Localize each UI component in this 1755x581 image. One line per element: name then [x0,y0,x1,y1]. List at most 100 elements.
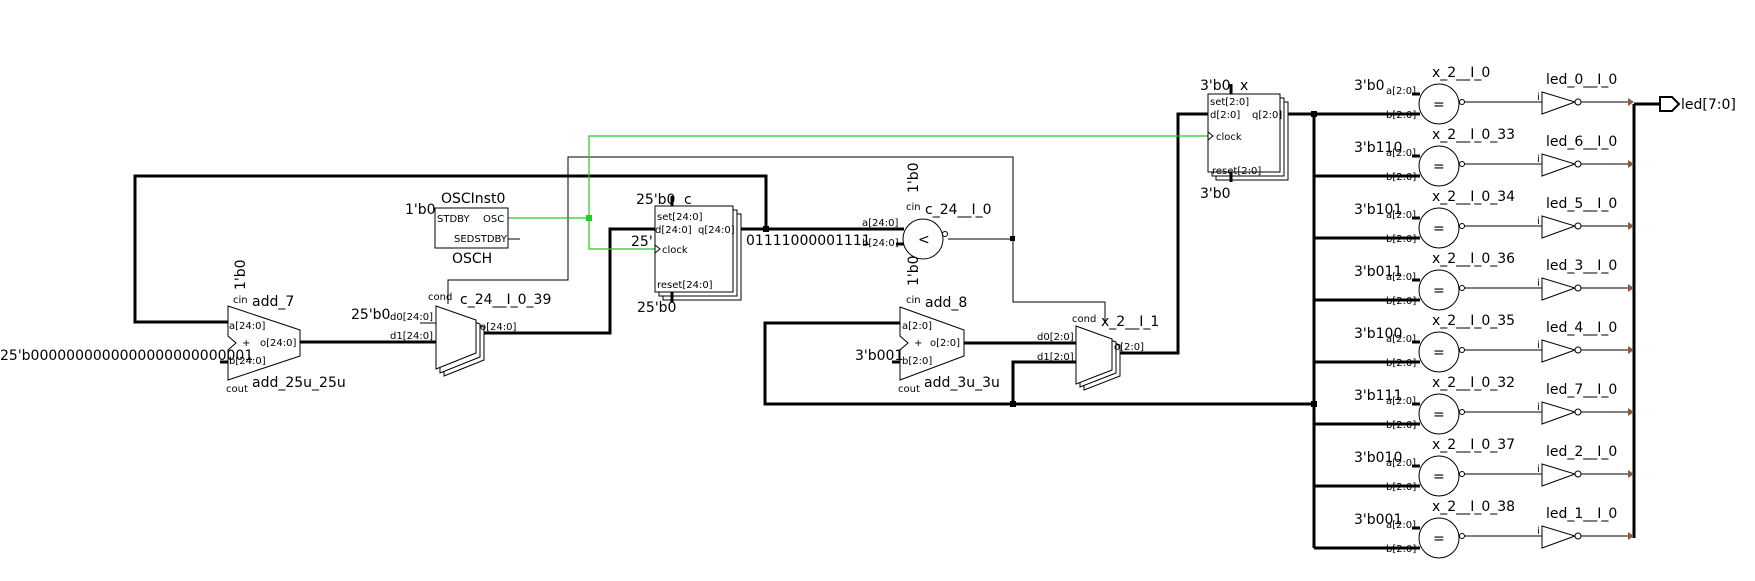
inverter-triangle-icon[interactable] [1541,215,1577,239]
inverter-name: led_0__I_0 [1546,72,1617,88]
equality-comparator-circle[interactable] [1418,145,1460,187]
bus-ripper-icon [1628,408,1634,416]
wire-clock-to-c[interactable] [588,218,655,250]
mux1-block[interactable]: x_2__I_1 cond d0[2:0] d1[2:0] o[2:0] [1037,314,1159,391]
inverter-triangle-icon[interactable] [1541,525,1577,549]
inverter-triangle-icon[interactable] [1541,91,1577,115]
inverter-triangle-icon[interactable] [1541,463,1577,487]
pin-a-label: a[2:0] [1386,334,1416,345]
inverter-bubble [1574,98,1582,106]
inverter-triangle-icon[interactable] [1541,339,1577,363]
equality-symbol: = [1433,345,1445,361]
output-bubble [1459,99,1465,105]
inverter-triangle-icon[interactable] [1541,401,1577,425]
inverter-pin-label: i [1537,402,1540,413]
add7-block[interactable]: add_7 add_25u_25u 1'b0 25'b0000000000000… [0,259,346,395]
wire-clock-net[interactable] [508,135,1208,219]
add7-cin-const: 1'b0 [233,259,249,290]
regc-pin-clock: clock [662,245,688,256]
inverter-triangle-icon[interactable] [1541,153,1577,177]
comparator-const: 3'b011 [1354,264,1402,280]
regc-name: c [684,192,692,208]
inverter-bubble [1574,160,1582,168]
regc-set-const: 25'b0 [636,192,675,208]
output-port-label: led[7:0] [1681,97,1736,113]
pin-a-label: a[2:0] [1386,396,1416,407]
regx-block[interactable]: 3'b0 x 3'b0 set[2:0] d[2:0] q[2:0] clock… [1200,78,1289,202]
wire-mux39-out[interactable] [482,227,655,335]
add8-name: add_8 [925,295,967,311]
comparator-const: 3'b111 [1354,388,1402,404]
pin-a-label: a[2:0] [1386,458,1416,469]
inverter-bubble [1574,346,1582,354]
wire-x-feedback[interactable] [763,321,1314,406]
pin-b-label: b[2:0] [1386,420,1416,431]
wire-mux1-out[interactable] [1118,112,1208,355]
inverter-pin-label: i [1537,340,1540,351]
inverter-pin-label: i [1537,278,1540,289]
regc-box [654,205,734,293]
wire-cmp-out[interactable] [948,238,1106,322]
mux39-pin-cond: cond [428,292,452,303]
mux39-d0-const: 25'b0 [351,307,390,323]
comparator-row: =a[2:0]b[2:0]3'b100x_2__I_0_35iled_4__I_… [1314,313,1634,373]
regc-block[interactable]: 25'b0 c 25'b0 25' set[24:0] d[24:0] q[24… [631,192,742,316]
equality-comparator-circle[interactable] [1418,83,1460,125]
wire-mux1-d1[interactable] [1011,360,1076,404]
mux39-pin-d1: d1[24:0] [390,331,433,342]
equality-comparator-circle[interactable] [1418,269,1460,311]
bus-ripper-icon [1628,160,1634,168]
wires [133,102,1660,548]
cmp-pin-cin: cin [906,202,921,213]
regc-pin-d: d[24:0] [655,225,692,236]
adder-shape [899,306,965,381]
mux39-pin-o: o[24:0] [480,322,516,333]
equality-symbol: = [1433,407,1445,423]
inverter-bubble [1574,408,1582,416]
mux39-block[interactable]: c_24__I_0_39 25'b0 cond d0[24:0] d1[24:0… [351,292,551,377]
inverter-bubble [1574,284,1582,292]
equality-symbol: = [1433,469,1445,485]
inverter-bubble [1574,532,1582,540]
osc-type: OSCH [452,251,492,267]
clock-triangle-icon [654,244,661,254]
add8-block[interactable]: add_8 add_3u_3u 3'b001 cin a[2:0] + o[2:… [855,295,1000,395]
equality-symbol: = [1433,97,1445,113]
comparator-const: 3'b001 [1354,512,1402,528]
junction-dot [1010,401,1016,407]
comparator-name: x_2__I_0_32 [1432,375,1515,391]
pin-b-label: b[2:0] [1386,482,1416,493]
adder-shape [227,305,301,381]
add7-b-const: 25'b0000000000000000000000001 [0,348,253,364]
equality-comparator-circle[interactable] [1418,207,1460,249]
pin-a-label: a[2:0] [1386,210,1416,221]
equality-comparator-circle[interactable] [1418,455,1460,497]
comparator-name: x_2__I_0_34 [1432,189,1515,205]
inverter-triangle-icon[interactable] [1541,277,1577,301]
add8-pin-cout: cout [898,384,920,395]
output-port[interactable]: led[7:0] [1659,96,1736,113]
cmp-block[interactable]: < c_24__I_0 01111000001111 1'b0 1'b0 cin… [746,162,992,286]
output-bubble [1459,285,1465,291]
wire-c-feedback[interactable] [133,174,768,324]
equality-comparator-circle[interactable] [1418,393,1460,435]
pin-a-label: a[2:0] [1386,520,1416,531]
equality-comparator-circle[interactable] [1418,331,1460,373]
junction-dot [1311,401,1317,407]
clock-triangle-icon [1207,131,1214,141]
pin-a-label: a[2:0] [1386,272,1416,283]
cmp-name: c_24__I_0 [925,202,992,218]
osc-block[interactable]: OSCInst0 OSCH 1'b0 STDBY OSC SEDSTDBY [405,191,520,267]
comparator-row: =a[2:0]b[2:0]3'b011x_2__I_0_36iled_3__I_… [1314,251,1634,311]
equality-comparator-circle[interactable] [1418,517,1460,559]
regx-set-const: 3'b0 [1200,78,1231,94]
inverter-name: led_4__I_0 [1546,320,1617,336]
junction-dot [763,226,769,232]
add7-name: add_7 [252,294,294,310]
cmp-cout-const: 1'b0 [906,255,922,286]
comparator-row: =a[2:0]b[2:0]3'b110x_2__I_0_33iled_6__I_… [1314,127,1634,187]
osc-name: OSCInst0 [441,191,505,207]
output-bubble [1459,533,1465,539]
comparator-circle [902,218,944,260]
